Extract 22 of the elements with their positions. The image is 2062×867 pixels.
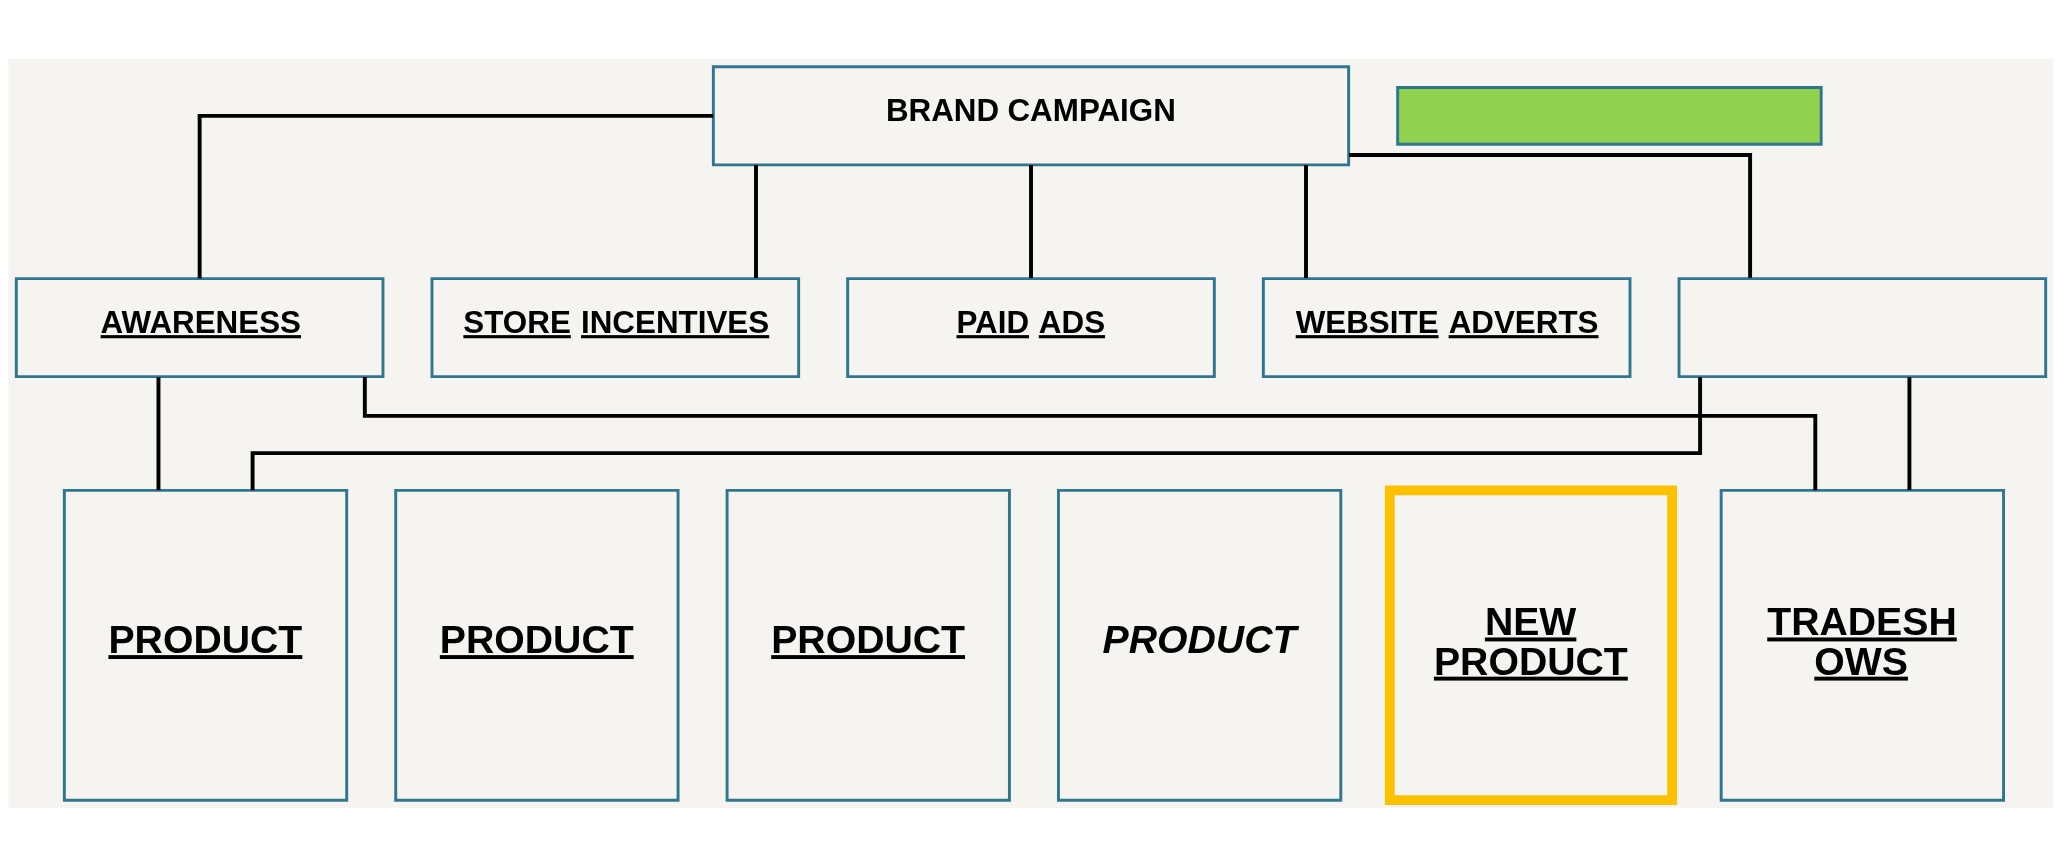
connector: [362, 376, 1818, 491]
connector: [1304, 165, 1308, 279]
node-box: TRADESH OWS: [1719, 488, 2005, 802]
connector: [1029, 165, 1033, 279]
connector: [1907, 377, 1912, 491]
connector: [1349, 153, 1753, 278]
connector: [197, 113, 714, 279]
node-box: PRODUCT: [1057, 488, 1343, 802]
node-box: WEBSITE ADVERTS: [1261, 277, 1632, 379]
node-box: NEW PRODUCT: [1384, 485, 1678, 806]
node-box: [1677, 277, 2048, 379]
connector: [754, 165, 758, 279]
node-box: [1396, 85, 1823, 146]
node-box: PRODUCT: [62, 488, 349, 802]
node-box: BRAND CAMPAIGN: [711, 65, 1351, 167]
node-box: PRODUCT: [725, 488, 1011, 802]
node-box: PAID ADS: [846, 277, 1216, 379]
node-box: AWARENESS: [14, 277, 385, 379]
node-box: STORE INCENTIVES: [430, 277, 801, 379]
connector: [250, 377, 1703, 491]
node-box: PRODUCT: [394, 488, 680, 802]
connector: [156, 377, 161, 491]
